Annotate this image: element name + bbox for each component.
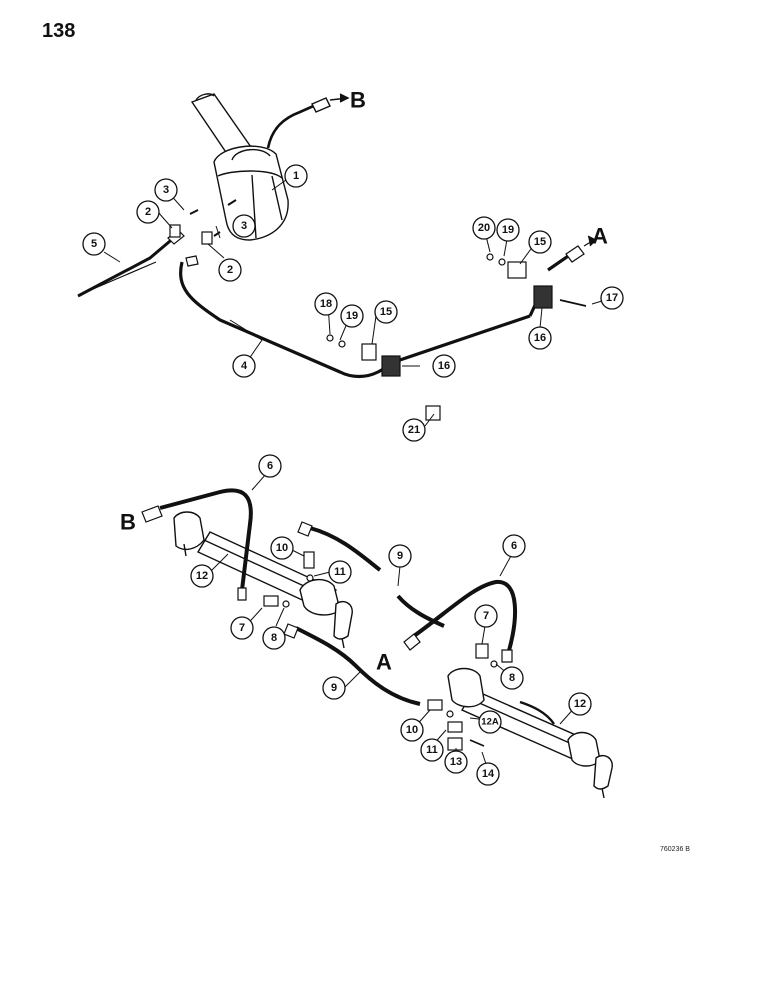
drawing-code: 760236 B bbox=[660, 846, 690, 853]
svg-text:19: 19 bbox=[346, 310, 358, 322]
callout-15b: 15 bbox=[528, 230, 552, 254]
callout-9b: 9 bbox=[322, 676, 346, 700]
svg-text:9: 9 bbox=[331, 682, 337, 694]
svg-text:11: 11 bbox=[334, 566, 346, 578]
callout-20: 20 bbox=[472, 216, 496, 240]
steering-column-assembly bbox=[190, 93, 350, 241]
callout-18: 18 bbox=[314, 292, 338, 316]
svg-text:13: 13 bbox=[450, 756, 462, 768]
ref-b-lower: B bbox=[120, 510, 136, 535]
svg-text:19: 19 bbox=[502, 224, 514, 236]
callout-9a: 9 bbox=[388, 544, 412, 568]
page-number: 138 bbox=[42, 20, 76, 42]
svg-text:20: 20 bbox=[478, 222, 490, 234]
svg-text:4: 4 bbox=[241, 360, 248, 372]
callout-10b: 10 bbox=[400, 718, 424, 742]
callout-2b: 2 bbox=[218, 258, 242, 282]
svg-text:7: 7 bbox=[239, 622, 245, 634]
ref-b-upper: B bbox=[350, 88, 366, 113]
callout-14: 14 bbox=[476, 762, 500, 786]
callout-8b: 8 bbox=[500, 666, 524, 690]
fittings-lower bbox=[263, 551, 498, 751]
svg-text:6: 6 bbox=[267, 460, 273, 472]
svg-text:2: 2 bbox=[145, 206, 151, 218]
svg-text:3: 3 bbox=[163, 184, 169, 196]
svg-text:8: 8 bbox=[271, 632, 277, 644]
svg-text:12: 12 bbox=[196, 570, 208, 582]
callout-19b: 19 bbox=[496, 218, 520, 242]
ref-a-upper: A bbox=[592, 224, 608, 249]
hoses bbox=[141, 488, 518, 706]
svg-text:21: 21 bbox=[408, 424, 420, 436]
svg-text:7: 7 bbox=[483, 610, 489, 622]
svg-text:2: 2 bbox=[227, 264, 233, 276]
callout-16a: 16 bbox=[432, 354, 456, 378]
callout-17: 17 bbox=[600, 286, 624, 310]
svg-text:17: 17 bbox=[606, 292, 618, 304]
callout-7b: 7 bbox=[474, 604, 498, 628]
callout-12b: 12 bbox=[568, 692, 592, 716]
callout-12A: 12A bbox=[478, 710, 502, 734]
svg-text:1: 1 bbox=[293, 170, 299, 182]
svg-text:3: 3 bbox=[241, 220, 247, 232]
callout-11b: 11 bbox=[420, 738, 444, 762]
callout-8a: 8 bbox=[262, 626, 286, 650]
callout-16b: 16 bbox=[528, 326, 552, 350]
svg-text:15: 15 bbox=[534, 236, 546, 248]
cylinder-right bbox=[447, 667, 613, 799]
svg-text:15: 15 bbox=[380, 306, 392, 318]
cylinder-left bbox=[173, 511, 353, 649]
callout-6a: 6 bbox=[258, 454, 282, 478]
callout-5: 5 bbox=[82, 232, 106, 256]
svg-text:16: 16 bbox=[534, 332, 546, 344]
svg-text:11: 11 bbox=[426, 744, 438, 756]
callout-7a: 7 bbox=[230, 616, 254, 640]
callout-12a: 12 bbox=[190, 564, 214, 588]
callout-4: 4 bbox=[232, 354, 256, 378]
callout-10a: 10 bbox=[270, 536, 294, 560]
fittings-upper bbox=[169, 199, 587, 421]
svg-text:16: 16 bbox=[438, 360, 450, 372]
callout-15a: 15 bbox=[374, 300, 398, 324]
svg-text:12: 12 bbox=[574, 698, 586, 710]
svg-text:14: 14 bbox=[482, 768, 495, 780]
svg-text:6: 6 bbox=[511, 540, 517, 552]
svg-text:10: 10 bbox=[406, 724, 418, 736]
callout-1: 1 bbox=[284, 164, 308, 188]
callout-11a: 11 bbox=[328, 560, 352, 584]
callout-3a: 3 bbox=[154, 178, 178, 202]
svg-text:10: 10 bbox=[276, 542, 288, 554]
callout-6b: 6 bbox=[502, 534, 526, 558]
ref-a-lower: A bbox=[376, 650, 392, 675]
callout-13: 13 bbox=[444, 750, 468, 774]
svg-text:9: 9 bbox=[397, 550, 403, 562]
callout-3b: 3 bbox=[232, 214, 256, 238]
callout-19a: 19 bbox=[340, 304, 364, 328]
callout-2a: 2 bbox=[136, 200, 160, 224]
svg-text:5: 5 bbox=[91, 238, 97, 250]
svg-text:12A: 12A bbox=[481, 717, 499, 728]
svg-text:18: 18 bbox=[320, 298, 332, 310]
callout-21: 21 bbox=[402, 418, 426, 442]
svg-text:8: 8 bbox=[509, 672, 515, 684]
